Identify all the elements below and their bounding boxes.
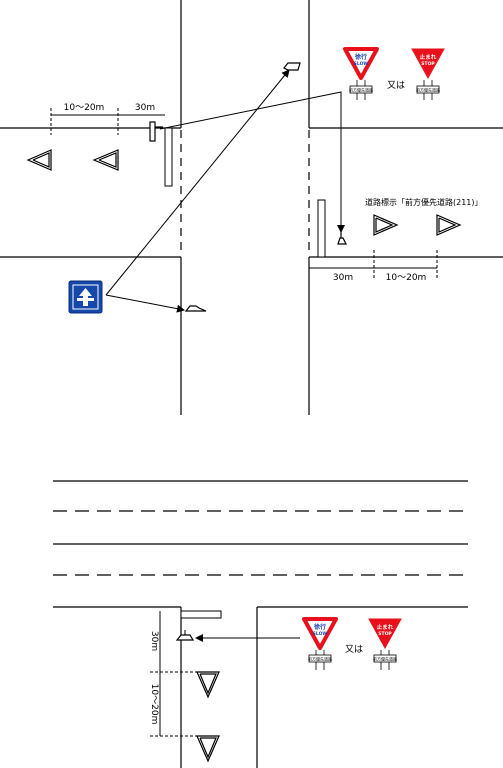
bottom-slow-sign: 徐行 SLOW 前方優先道路: [302, 617, 338, 670]
svg-text:止まれ: 止まれ: [420, 53, 437, 61]
svg-text:前方優先道路: 前方優先道路: [349, 87, 373, 93]
bottom-stop-line: [180, 610, 222, 619]
top-sign-post: [283, 62, 301, 71]
right-sign-post: [337, 232, 347, 245]
right-road-markings: [373, 214, 462, 236]
stop-line-right: [317, 199, 326, 258]
top-slow-sign: 徐行 SLOW 前方優先道路: [343, 47, 379, 100]
dimension-lines-left: [50, 108, 165, 135]
svg-text:前方優先道路: 前方優先道路: [373, 656, 397, 662]
top-dashed-edges: [180, 130, 310, 255]
main-road-lanes: [53, 480, 468, 576]
top-stop-sign: 止まれ STOP 前方優先道路: [411, 48, 445, 100]
svg-text:SLOW: SLOW: [313, 631, 328, 637]
bottom-dim-far-label: 10～20m: [149, 684, 159, 725]
bottom-or-text: 又は: [345, 644, 363, 655]
stop-line-left: [164, 127, 173, 187]
dim-right-far-label: 10～20m: [386, 273, 427, 283]
leader-lines-top: [105, 69, 345, 313]
road-marking-caption: 道路標示「前方優先道路(211)」: [365, 197, 483, 207]
priority-road-sign: [68, 280, 103, 314]
svg-text:前方優先道路: 前方優先道路: [308, 656, 332, 662]
top-intersection-diagram: 10～20m 30m 30m 10～20m 道路標示「前方優先道路(211)」: [0, 0, 503, 415]
bottom-stop-sign: 止まれ STOP 前方優先道路: [368, 618, 402, 670]
bottom-sign-post-2: [175, 634, 195, 641]
bottom-road-diagram: 30m 10～20m 徐行 SLOW 前方優先道路 又は 止まれ STOP 前方…: [53, 480, 468, 768]
svg-text:徐行: 徐行: [313, 623, 326, 631]
svg-text:前方優先道路: 前方優先道路: [416, 87, 440, 93]
svg-text:徐行: 徐行: [354, 53, 367, 61]
dim-left-far-label: 10～20m: [64, 103, 105, 113]
bottom-sign-post: [184, 305, 207, 312]
bottom-road-markings: [196, 671, 220, 763]
bottom-dimension-lines: [150, 611, 197, 737]
dimension-lines-right: [309, 250, 438, 280]
svg-text:STOP: STOP: [421, 61, 435, 67]
left-road-markings: [26, 149, 119, 171]
left-sign-post: [149, 121, 163, 142]
top-or-text: 又は: [387, 80, 405, 91]
dim-left-near-label: 30m: [135, 103, 155, 113]
svg-text:STOP: STOP: [378, 631, 392, 637]
svg-text:SLOW: SLOW: [354, 61, 369, 67]
bottom-dim-near-label: 30m: [149, 631, 159, 651]
svg-text:止まれ: 止まれ: [377, 623, 394, 631]
side-road-edges: [53, 606, 468, 768]
dim-right-near-label: 30m: [333, 273, 353, 283]
